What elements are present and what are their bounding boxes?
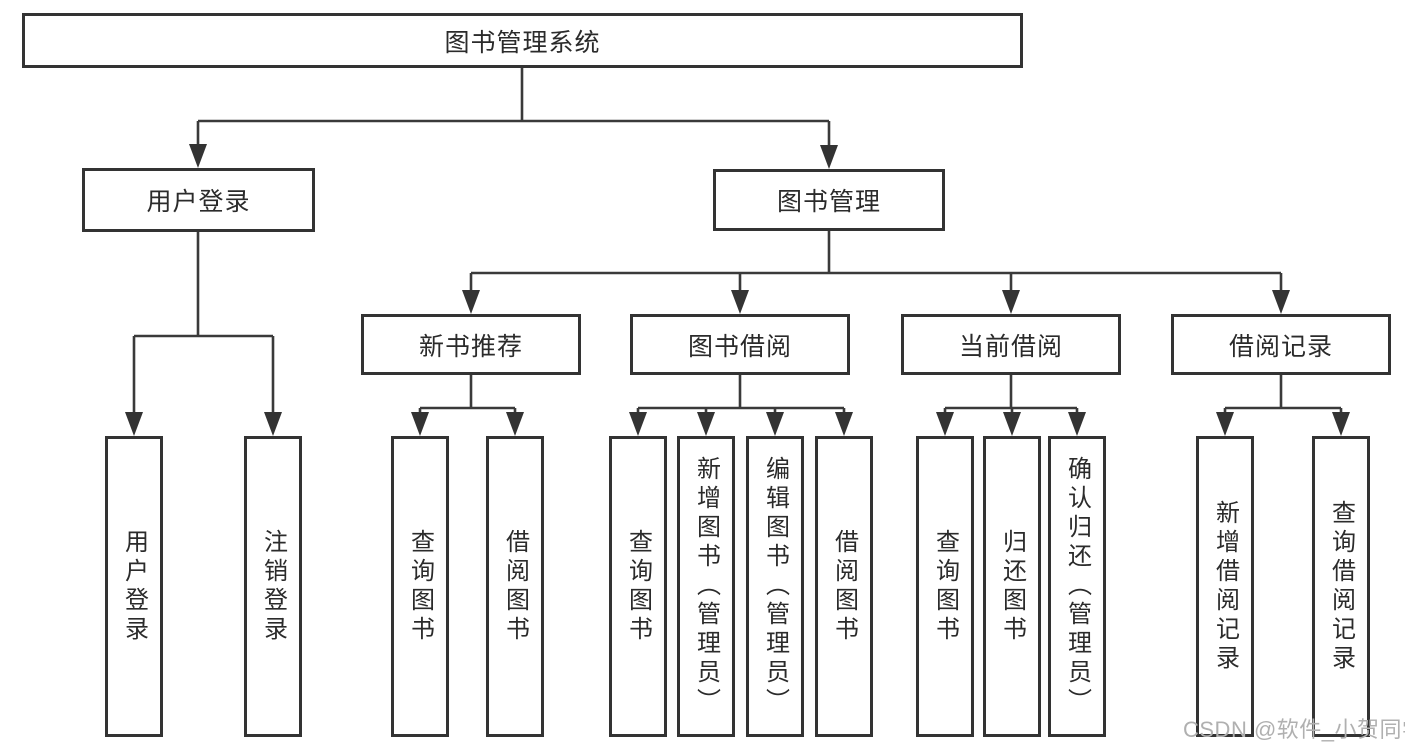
arrow-down-icon bbox=[411, 412, 429, 436]
connector-new-book-recommend bbox=[418, 375, 517, 418]
node-leaf-confirm-return-admin: 确认归还（管理员） bbox=[1048, 436, 1106, 737]
arrow-down-icon bbox=[264, 412, 282, 436]
node-library-system: 图书管理系统 bbox=[22, 13, 1023, 68]
node-leaf-return-books: 归还图书 bbox=[983, 436, 1041, 737]
arrow-down-icon bbox=[731, 290, 749, 314]
node-leaf-borrow-books: 借阅图书 bbox=[815, 436, 873, 737]
node-leaf-query-books-current: 查询图书 bbox=[916, 436, 974, 737]
node-book-borrow: 图书借阅 bbox=[630, 314, 850, 375]
node-leaf-query-books-recommend: 查询图书 bbox=[391, 436, 449, 737]
arrow-down-icon bbox=[1332, 412, 1350, 436]
node-borrow-records: 借阅记录 bbox=[1171, 314, 1391, 375]
node-leaf-logout: 注销登录 bbox=[244, 436, 302, 737]
arrow-down-icon bbox=[462, 290, 480, 314]
node-leaf-add-books-admin: 新增图书（管理员） bbox=[677, 436, 735, 737]
arrow-down-icon bbox=[506, 412, 524, 436]
arrow-down-icon bbox=[1003, 412, 1021, 436]
arrow-down-icon bbox=[629, 412, 647, 436]
connector-borrow-records bbox=[1223, 375, 1343, 418]
arrow-down-icon bbox=[1002, 290, 1020, 314]
node-leaf-query-borrow-record: 查询借阅记录 bbox=[1312, 436, 1370, 737]
node-leaf-query-books-borrow: 查询图书 bbox=[609, 436, 667, 737]
connector-user-login bbox=[132, 232, 275, 418]
node-user-login: 用户登录 bbox=[82, 168, 315, 232]
arrow-down-icon bbox=[125, 412, 143, 436]
arrow-down-icon bbox=[820, 145, 838, 169]
node-leaf-user-login: 用户登录 bbox=[105, 436, 163, 737]
arrow-down-icon bbox=[189, 144, 207, 168]
arrow-down-icon bbox=[766, 412, 784, 436]
arrow-down-icon bbox=[1272, 290, 1290, 314]
arrow-down-icon bbox=[697, 412, 715, 436]
connector-book-management bbox=[469, 231, 1283, 296]
arrow-down-icon bbox=[1068, 412, 1086, 436]
connector-book-borrow bbox=[636, 375, 846, 418]
node-current-borrow: 当前借阅 bbox=[901, 314, 1121, 375]
csdn-watermark: CSDN @软件_小贺同学 bbox=[1183, 717, 1405, 742]
connector-current-borrow bbox=[943, 375, 1079, 418]
node-new-book-recommend: 新书推荐 bbox=[361, 314, 581, 375]
arrow-down-icon bbox=[1216, 412, 1234, 436]
arrow-down-icon bbox=[835, 412, 853, 436]
arrow-down-icon bbox=[936, 412, 954, 436]
connector-root bbox=[196, 68, 831, 150]
node-leaf-borrow-books-recommend: 借阅图书 bbox=[486, 436, 544, 737]
node-leaf-edit-books-admin: 编辑图书（管理员） bbox=[746, 436, 804, 737]
node-book-management: 图书管理 bbox=[713, 169, 945, 231]
node-leaf-add-borrow-record: 新增借阅记录 bbox=[1196, 436, 1254, 737]
